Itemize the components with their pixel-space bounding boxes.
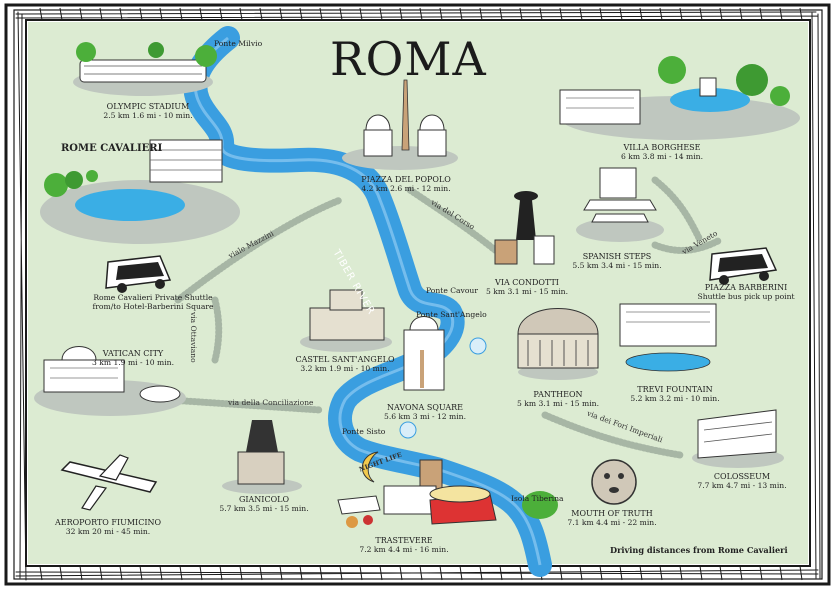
landmark-villa-borghese[interactable]: VILLA BORGHESE 6 km 3.8 mi - 14 min. bbox=[621, 143, 703, 161]
island-label: Isola Tiberina bbox=[511, 494, 564, 503]
bridge-ponte-cavour: Ponte Cavour bbox=[426, 286, 478, 295]
landmark-distance: 3.2 km 1.9 mi - 10 min. bbox=[300, 364, 390, 373]
spanish-steps-illustration bbox=[576, 167, 664, 242]
landmark-shuttle[interactable]: Rome Cavalieri Private Shuttle from/to H… bbox=[92, 293, 213, 311]
villa-borghese-illustration bbox=[559, 56, 800, 140]
bridge-ponte-milvio: Ponte Milvio bbox=[214, 39, 263, 48]
landmark-olympic-stadium[interactable]: OLYMPIC STADIUM 2.5 km 1.6 mi - 10 min. bbox=[103, 102, 192, 120]
landmark-piazza-barberini[interactable]: PIAZZA BARBERINI Shuttle bus pick up poi… bbox=[697, 283, 794, 301]
landmark-distance: 5.5 km 3.4 mi - 15 min. bbox=[572, 261, 662, 270]
street-via-ottaviano: via Ottaviano bbox=[189, 312, 198, 363]
landmark-pantheon[interactable]: PANTHEON 5 km 3.1 mi - 15 min. bbox=[517, 390, 599, 408]
landmark-name: VIA CONDOTTI bbox=[495, 278, 559, 287]
landmark-vatican-city[interactable]: VATICAN CITY 3 km 1.9 mi - 10 min. bbox=[92, 349, 174, 367]
shopping-woman-illustration bbox=[494, 191, 555, 265]
barberini-van-illustration bbox=[709, 247, 778, 285]
trevi-illustration bbox=[619, 303, 717, 372]
street-lines bbox=[166, 176, 724, 459]
landmark-name: GIANICOLO bbox=[238, 495, 290, 504]
landmark-mouth-of-truth[interactable]: MOUTH OF TRUTH 7.1 km 4.4 mi - 22 min. bbox=[567, 509, 656, 527]
landmark-distance: 32 km 20 mi - 45 min. bbox=[65, 527, 151, 536]
fountain-marker-icon bbox=[399, 421, 417, 439]
map-title: ROMA bbox=[330, 32, 487, 86]
landmark-name: NAVONA SQUARE bbox=[386, 403, 464, 412]
landmark-name: VILLA BORGHESE bbox=[623, 143, 701, 152]
map-footer: Driving distances from Rome Cavalieri bbox=[610, 545, 788, 555]
colosseum-illustration bbox=[692, 409, 784, 468]
landmark-distance: 6 km 3.8 mi - 14 min. bbox=[621, 152, 703, 161]
landmark-distance: 2.5 km 1.6 mi - 10 min. bbox=[103, 111, 193, 120]
bridge-ponte-santangelo: Ponte Sant'Angelo bbox=[416, 310, 487, 319]
rome-cavalieri-illustration bbox=[40, 139, 240, 244]
castel-santangelo-illustration bbox=[300, 289, 392, 352]
olympic-stadium-illustration bbox=[73, 42, 217, 96]
landmark-spanish-steps[interactable]: SPANISH STEPS 5.5 km 3.4 mi - 15 min. bbox=[572, 252, 661, 270]
vatican-illustration bbox=[34, 346, 186, 416]
airplane-illustration bbox=[60, 454, 158, 511]
landmark-via-condotti[interactable]: VIA CONDOTTI 5 km 3.1 mi - 15 min. bbox=[486, 278, 568, 296]
gianicolo-illustration bbox=[222, 420, 302, 494]
pantheon-illustration bbox=[517, 308, 599, 380]
landmark-colosseum[interactable]: COLOSSEUM 7.7 km 4.7 mi - 13 min. bbox=[697, 472, 786, 490]
landmark-name: SPANISH STEPS bbox=[582, 252, 652, 261]
landmark-name: TREVI FOUNTAIN bbox=[637, 385, 713, 394]
landmark-distance: 5.6 km 3 mi - 12 min. bbox=[384, 412, 466, 421]
trastevere-illustration bbox=[337, 459, 497, 528]
isola-tiberina-park bbox=[522, 491, 558, 519]
landmark-castel-santangelo[interactable]: CASTEL SANT'ANGELO 3.2 km 1.9 mi - 10 mi… bbox=[295, 355, 394, 373]
fountain-marker-icon bbox=[469, 337, 487, 355]
landmark-distance: 5.2 km 3.2 mi - 10 min. bbox=[630, 394, 720, 403]
bridge-ponte-sisto: Ponte Sisto bbox=[342, 427, 386, 436]
landmark-distance: 7.1 km 4.4 mi - 22 min. bbox=[567, 518, 657, 527]
mouth-of-truth-illustration bbox=[591, 459, 637, 505]
piazza-del-popolo-illustration bbox=[342, 79, 458, 170]
landmark-distance: from/to Hotel-Barberini Square bbox=[92, 302, 214, 311]
landmark-name: COLOSSEUM bbox=[713, 472, 771, 481]
landmark-name: OLYMPIC STADIUM bbox=[106, 102, 190, 111]
landmark-name: PANTHEON bbox=[533, 390, 583, 399]
landmark-distance: 3 km 1.9 mi - 10 min. bbox=[92, 358, 174, 367]
landmark-distance: 7.7 km 4.7 mi - 13 min. bbox=[697, 481, 787, 490]
landmark-distance: Shuttle bus pick up point bbox=[697, 292, 795, 301]
landmark-name: TRASTEVERE bbox=[375, 536, 433, 545]
landmark-piazza-del-popolo[interactable]: PIAZZA DEL POPOLO 4.2 km 2.6 mi - 12 min… bbox=[361, 175, 451, 193]
landmark-name: Rome Cavalieri Private Shuttle bbox=[93, 293, 213, 302]
landmark-name: PIAZZA DEL POPOLO bbox=[361, 175, 451, 184]
landmark-gianicolo[interactable]: GIANICOLO 5.7 km 3.5 mi - 15 min. bbox=[219, 495, 308, 513]
landmark-distance: 5 km 3.1 mi - 15 min. bbox=[486, 287, 568, 296]
shuttle-van-illustration bbox=[105, 255, 172, 293]
landmark-name: MOUTH OF TRUTH bbox=[571, 509, 653, 518]
nightlife-moon-icon bbox=[362, 451, 379, 483]
landmark-name: VATICAN CITY bbox=[102, 349, 164, 358]
landmark-distance: 5.7 km 3.5 mi - 15 min. bbox=[219, 504, 309, 513]
landmark-distance: 4.2 km 2.6 mi - 12 min. bbox=[361, 184, 451, 193]
landmark-trastevere[interactable]: TRASTEVERE 7.2 km 4.4 mi - 16 min. bbox=[359, 536, 448, 554]
landmark-aeroporto-fiumicino[interactable]: AEROPORTO FIUMICINO 32 km 20 mi - 45 min… bbox=[55, 518, 161, 536]
landmark-name: CASTEL SANT'ANGELO bbox=[295, 355, 395, 364]
map-border bbox=[4, 3, 831, 586]
landmark-name: PIAZZA BARBERINI bbox=[704, 283, 788, 292]
street-via-della-conciliazione: via della Conciliazione bbox=[228, 398, 314, 407]
landmark-trevi-fountain[interactable]: TREVI FOUNTAIN 5.2 km 3.2 mi - 10 min. bbox=[630, 385, 719, 403]
landmark-distance: 7.2 km 4.4 mi - 16 min. bbox=[359, 545, 449, 554]
hotel-title: ROME CAVALIERI bbox=[61, 143, 163, 154]
landmark-name: AEROPORTO FIUMICINO bbox=[54, 518, 162, 527]
landmark-distance: 5 km 3.1 mi - 15 min. bbox=[517, 399, 599, 408]
border-hatching bbox=[39, 7, 803, 581]
landmark-navona-square[interactable]: NAVONA SQUARE 5.6 km 3 mi - 12 min. bbox=[384, 403, 466, 421]
navona-illustration bbox=[403, 316, 445, 391]
